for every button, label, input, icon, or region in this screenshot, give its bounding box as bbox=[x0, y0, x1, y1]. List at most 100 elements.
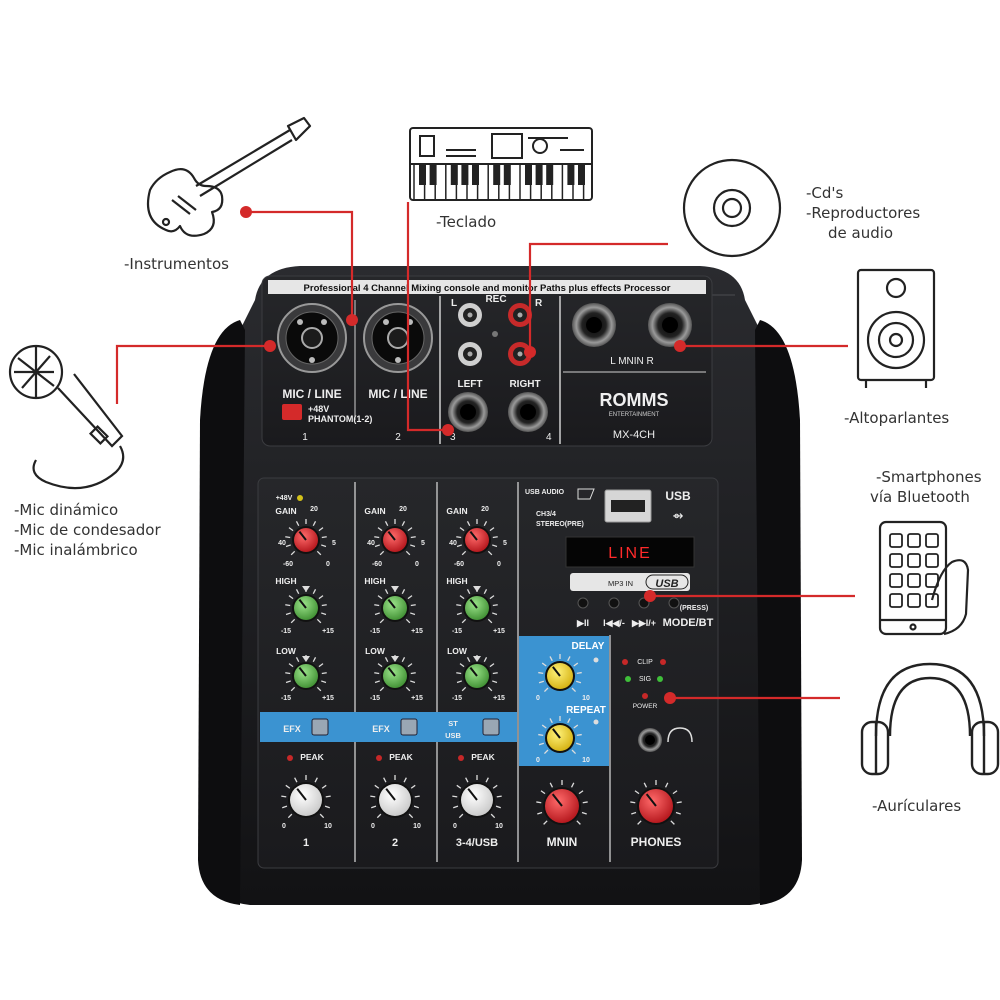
st-label: ST bbox=[448, 719, 458, 728]
high-knob-ch2[interactable] bbox=[374, 587, 416, 624]
low-label-ch1: LOW bbox=[276, 646, 297, 656]
low-label-ch2: LOW bbox=[365, 646, 386, 656]
high-knob-ch34[interactable] bbox=[456, 587, 498, 624]
high-tick-m15-ch34: -15 bbox=[452, 628, 462, 635]
phones-level-knob[interactable] bbox=[630, 780, 682, 825]
play-pause-button[interactable] bbox=[577, 597, 589, 609]
channel-number-ch2: 2 bbox=[392, 837, 398, 849]
delay-knob[interactable] bbox=[538, 654, 582, 693]
jack-input-4[interactable] bbox=[508, 392, 548, 432]
prev-button[interactable] bbox=[608, 597, 620, 609]
delay-label: DELAY bbox=[572, 641, 605, 652]
microphone-icon bbox=[8, 344, 125, 490]
high-tick-p15-ch34: +15 bbox=[493, 628, 505, 635]
headphones-icon bbox=[860, 662, 1000, 776]
gain-knob-ch34[interactable] bbox=[456, 519, 498, 556]
brand-sub: ENTERTAINMENT bbox=[609, 412, 660, 418]
model-label: MX-4CH bbox=[613, 429, 655, 441]
gain-tick-60-ch1: -60 bbox=[283, 561, 293, 568]
repeat-knob[interactable] bbox=[538, 716, 582, 755]
rec-label: REC bbox=[485, 294, 506, 305]
mp3-label: MP3 IN bbox=[608, 579, 633, 588]
mode-bt-button[interactable] bbox=[668, 597, 680, 609]
phantom-sub-label: PHANTOM(1-2) bbox=[308, 414, 372, 424]
gain-tick-20-ch34: 20 bbox=[481, 506, 489, 513]
level-knob-ch2[interactable] bbox=[370, 775, 420, 819]
level-tick-0-ch1: 0 bbox=[282, 823, 286, 830]
efx-band bbox=[260, 712, 517, 742]
low-tick-p15-ch2: +15 bbox=[411, 695, 423, 702]
rca-in-left[interactable] bbox=[458, 342, 482, 366]
callout-lines bbox=[115, 202, 855, 700]
gain-tick-40-ch34: 40 bbox=[449, 540, 457, 547]
rca-rec-left[interactable] bbox=[458, 303, 482, 327]
gain-label-ch2: GAIN bbox=[364, 506, 385, 516]
rca-rec-right[interactable] bbox=[508, 303, 532, 327]
usb-symbol-icon: ⇴ bbox=[673, 508, 684, 523]
low-knob-ch34[interactable] bbox=[456, 655, 498, 692]
label-cds-2: -Reproductores bbox=[806, 204, 921, 222]
efx-label-ch1: EFX bbox=[283, 724, 301, 734]
label-mic-2: -Mic de condesador bbox=[14, 521, 161, 539]
gain-tick-0-ch2: 0 bbox=[415, 561, 419, 568]
delay-tick-10: 10 bbox=[582, 695, 590, 702]
input-number-2: 2 bbox=[395, 432, 401, 443]
main-in-jack-right[interactable] bbox=[648, 303, 692, 347]
right-label: RIGHT bbox=[509, 379, 540, 390]
jack-input-3[interactable] bbox=[448, 392, 488, 432]
peak-label-ch2: PEAK bbox=[389, 752, 413, 762]
speaker-icon bbox=[856, 268, 936, 388]
phantom-button[interactable] bbox=[282, 404, 302, 420]
phantom-indicator-label: +48V bbox=[276, 495, 293, 502]
level-knob-ch34[interactable] bbox=[452, 775, 502, 819]
gain-tick-0-ch1: 0 bbox=[326, 561, 330, 568]
mp3-bar bbox=[570, 573, 690, 591]
gain-tick-5-ch2: 5 bbox=[421, 540, 425, 547]
label-instrumentos: -Instrumentos bbox=[124, 255, 229, 273]
level-tick-10-ch1: 10 bbox=[324, 823, 332, 830]
xlr-jack-2[interactable] bbox=[363, 303, 433, 373]
input-number-4: 4 bbox=[546, 432, 552, 443]
channel-number-ch34: 3-4/USB bbox=[456, 837, 498, 849]
low-knob-ch2[interactable] bbox=[374, 655, 416, 692]
level-tick-0-ch34: 0 bbox=[453, 823, 457, 830]
rec-l-label: L bbox=[451, 298, 457, 309]
label-auriculares: -Aurículares bbox=[872, 797, 962, 815]
xlr-jack-1[interactable] bbox=[277, 303, 347, 373]
main-in-jack-left[interactable] bbox=[572, 303, 616, 347]
usb-title: USB bbox=[665, 489, 691, 503]
guitar-icon bbox=[146, 116, 312, 237]
gain-label-ch34: GAIN bbox=[446, 506, 467, 516]
rec-r-label: R bbox=[535, 298, 543, 309]
level-knob-ch1[interactable] bbox=[281, 775, 331, 819]
repeat-label: REPEAT bbox=[566, 705, 606, 716]
gain-knob-ch2[interactable] bbox=[374, 519, 416, 556]
main-level-knob[interactable] bbox=[536, 780, 588, 825]
high-knob-ch1[interactable] bbox=[285, 587, 327, 624]
low-knob-ch1[interactable] bbox=[285, 655, 327, 692]
stereo-pre-label: STEREO(PRE) bbox=[536, 521, 584, 528]
efx-button-ch2[interactable] bbox=[400, 718, 418, 736]
st-usb-button[interactable] bbox=[482, 718, 500, 736]
keyboard-icon bbox=[409, 127, 593, 201]
input-number-1: 1 bbox=[302, 432, 308, 443]
high-label-ch2: HIGH bbox=[364, 576, 385, 586]
phones-jack[interactable] bbox=[638, 728, 662, 752]
gain-knob-ch1[interactable] bbox=[285, 519, 327, 556]
gain-tick-40-ch2: 40 bbox=[367, 540, 375, 547]
phantom-label: +48V bbox=[308, 404, 329, 414]
callout-dots bbox=[240, 206, 686, 704]
level-tick-0-ch2: 0 bbox=[371, 823, 375, 830]
phones-label: PHONES bbox=[631, 835, 682, 849]
smartphone-icon bbox=[878, 520, 970, 636]
next-label: ▶▶I/+ bbox=[631, 618, 656, 628]
peak-label-ch34: PEAK bbox=[471, 752, 495, 762]
efx-button-ch1[interactable] bbox=[311, 718, 329, 736]
label-smartphones-2: vía Bluetooth bbox=[870, 488, 970, 506]
level-tick-10-ch2: 10 bbox=[413, 823, 421, 830]
gain-tick-20-ch2: 20 bbox=[399, 506, 407, 513]
